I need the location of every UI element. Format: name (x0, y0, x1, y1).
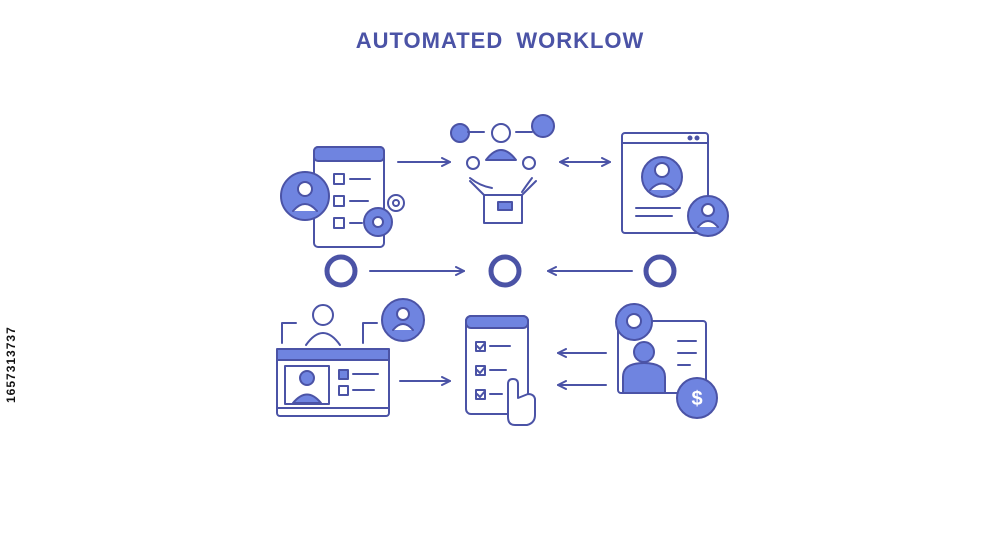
team-box-chat-icon (450, 114, 555, 224)
presentation-dollar-icon: $ (615, 303, 718, 419)
phone-checklist-hand-icon (465, 315, 536, 426)
profile-window-icon (621, 132, 729, 237)
video-call-screen-icon (276, 298, 425, 417)
left-hub-circle (324, 254, 358, 288)
svg-text:$: $ (691, 388, 702, 410)
form-profile-gears-icon (280, 146, 405, 248)
center-hub-circle (488, 254, 522, 288)
right-hub-circle (643, 254, 677, 288)
page-title: AUTOMATED WORKLOW (355, 28, 645, 53)
